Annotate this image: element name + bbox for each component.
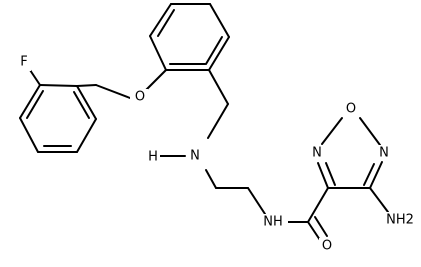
bond bbox=[207, 103, 229, 139]
bond bbox=[369, 161, 383, 189]
atom-label-ring-oxygen: O bbox=[346, 102, 356, 117]
bond bbox=[314, 216, 328, 237]
bond bbox=[247, 187, 266, 215]
bond bbox=[19, 84, 41, 119]
bond bbox=[76, 118, 97, 153]
bond bbox=[205, 36, 223, 65]
bond bbox=[208, 36, 230, 71]
bond bbox=[76, 85, 97, 120]
atom-labels: F O H N N O N NH O NH2 bbox=[17, 55, 420, 254]
atom-label-carbonyl-oxygen: O bbox=[322, 239, 332, 254]
bond bbox=[19, 117, 39, 153]
atom-label-amide-nh: NH bbox=[263, 215, 283, 230]
bond bbox=[209, 3, 230, 38]
bond bbox=[369, 187, 389, 213]
bond bbox=[26, 90, 44, 119]
bond bbox=[307, 221, 321, 241]
bond bbox=[76, 84, 97, 87]
bond bbox=[307, 187, 329, 223]
bond bbox=[363, 163, 375, 186]
bond bbox=[317, 162, 329, 189]
bond bbox=[145, 69, 167, 91]
bond bbox=[73, 91, 90, 119]
bonds bbox=[19, 3, 389, 241]
bond bbox=[321, 117, 343, 145]
atom-label-amino-group: NH2 bbox=[386, 213, 414, 228]
atom-label-hydrogen: H bbox=[148, 150, 158, 165]
atom-label-ether-oxygen: O bbox=[135, 90, 145, 105]
bond bbox=[359, 117, 381, 146]
bond bbox=[325, 162, 336, 186]
atom-label-ring-nitrogen-left: N bbox=[312, 146, 322, 161]
bond bbox=[95, 84, 131, 99]
bond bbox=[208, 69, 229, 105]
atom-label-ring-nitrogen-right: N bbox=[379, 146, 389, 161]
bond bbox=[205, 169, 217, 189]
bond bbox=[39, 84, 78, 87]
bond bbox=[157, 9, 175, 37]
bond bbox=[149, 35, 167, 71]
atom-label-amine-nitrogen: N bbox=[190, 149, 200, 164]
atom-label-fluorine: F bbox=[20, 55, 27, 70]
bond bbox=[149, 3, 172, 37]
